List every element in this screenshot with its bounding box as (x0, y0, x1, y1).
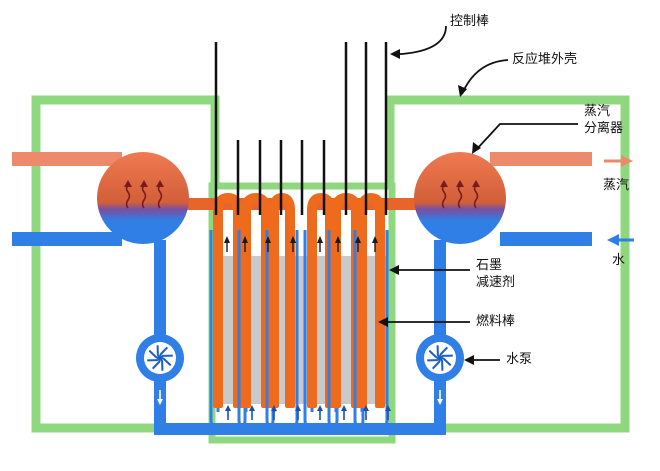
leader-reactor-shell (462, 60, 508, 94)
water-pipe-right-in (500, 232, 592, 246)
label-steam-out: 蒸汽 (603, 178, 629, 194)
impeller-hub (437, 355, 443, 361)
label-water-pump: 水泵 (506, 352, 532, 368)
fuel-rod (307, 208, 317, 408)
steam-separator-right (414, 152, 506, 244)
steam-separator-left (97, 152, 189, 244)
fuel-rod (331, 208, 341, 408)
label-graphite-1: 石墨 (476, 258, 502, 274)
label-steam-separator-1: 蒸汽 (584, 104, 610, 120)
fuel-rod (375, 208, 385, 408)
fuel-rod (213, 208, 223, 408)
impeller-hub (157, 355, 163, 361)
pump-right (416, 334, 464, 382)
leader-control-rod (402, 26, 446, 54)
label-graphite-2: 减速剂 (476, 275, 515, 291)
label-water-in: 水 (612, 253, 625, 269)
fuel-rod (269, 208, 279, 408)
water-pipe-left-in (12, 232, 122, 246)
steam-pipe-right-out (490, 152, 592, 166)
label-fuel-rod: 燃料棒 (476, 314, 515, 330)
fuel-rod (241, 208, 251, 408)
steam-pipe-left-out (12, 152, 122, 166)
shell-left-wall (36, 100, 215, 428)
label-reactor-shell: 反应堆外壳 (512, 52, 577, 68)
pump-left (136, 334, 184, 382)
shell-right-wall (390, 100, 625, 428)
label-steam-separator-2: 分离器 (584, 121, 623, 137)
label-control-rod: 控制棒 (450, 14, 489, 30)
